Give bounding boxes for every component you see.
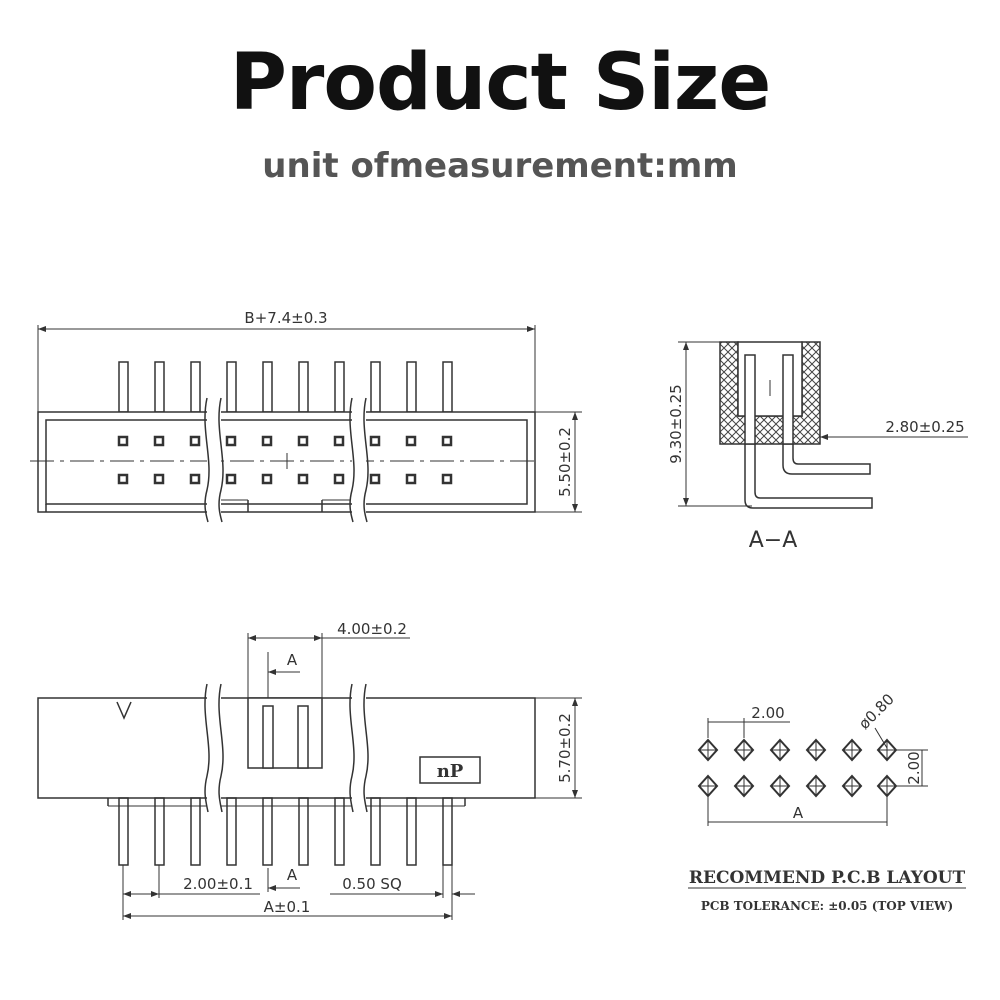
front-view-pins — [118, 797, 453, 866]
pitch-label: 2.00±0.1 — [183, 875, 253, 893]
front-view-break — [204, 683, 369, 813]
pin-size-label: 0.50 SQ — [342, 875, 402, 893]
section-height-label: 9.30±0.25 — [667, 384, 685, 463]
marking-label: nP — [437, 761, 464, 782]
section-marker-bottom: A — [287, 866, 298, 884]
section-view — [678, 341, 968, 509]
pcb-layout — [688, 718, 966, 889]
top-view-contacts — [117, 435, 453, 485]
pcb-pitch-x-label: 2.00 — [751, 704, 784, 722]
section-marker-top: A — [287, 651, 298, 669]
pcb-layout-title: RECOMMEND P.C.B LAYOUT — [689, 868, 966, 888]
section-label: A−A — [749, 528, 798, 553]
unit-subtitle: unit ofmeasurement:mm — [262, 146, 738, 186]
front-height-label: 5.70±0.2 — [556, 713, 574, 783]
pcb-span-label: A — [793, 804, 804, 822]
top-view-break — [204, 397, 369, 523]
top-view-pins — [118, 361, 453, 413]
pcb-hole-dia-label: ø0.80 — [855, 690, 898, 733]
section-offset-label: 2.80±0.25 — [885, 418, 964, 436]
front-view — [37, 633, 582, 920]
total-span-label: A±0.1 — [264, 898, 311, 916]
pcb-tolerance-note: PCB TOLERANCE: ±0.05 (TOP VIEW) — [701, 899, 953, 913]
top-height-label: 5.50±0.2 — [556, 427, 574, 497]
pcb-holes — [697, 738, 898, 798]
page-title: Product Size — [229, 38, 771, 128]
overall-length-label: B+7.4±0.3 — [244, 309, 327, 327]
pcb-pitch-y-label: 2.00 — [905, 751, 923, 784]
key-width-label: 4.00±0.2 — [337, 620, 407, 638]
top-view — [30, 325, 582, 523]
